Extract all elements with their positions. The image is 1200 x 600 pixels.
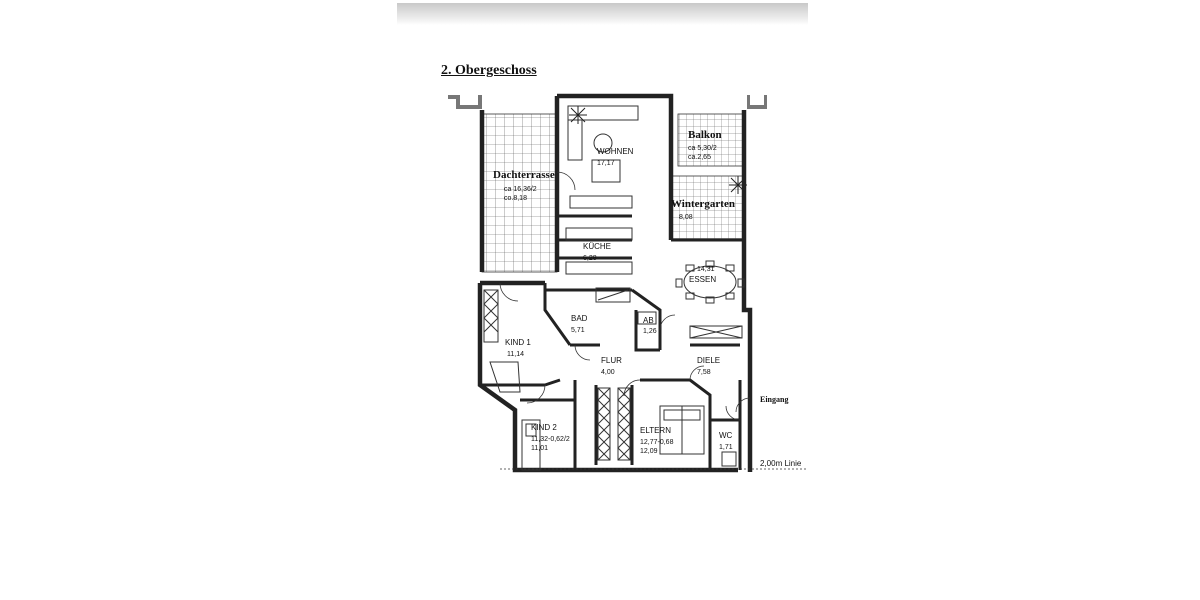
scan-top-edge bbox=[397, 3, 808, 25]
wohnen-label: WOHNEN bbox=[597, 147, 634, 156]
eingang-label: Eingang bbox=[760, 395, 789, 404]
ab-label: AB bbox=[643, 316, 654, 325]
eltern-area-net: 12,09 bbox=[640, 448, 658, 455]
plant-symbol bbox=[569, 106, 747, 194]
essen-table bbox=[675, 260, 745, 304]
wohnen-area: 17,17 bbox=[597, 160, 615, 167]
wintergarten-label: Wintergarten bbox=[671, 198, 735, 210]
kind1-label: KIND 1 bbox=[505, 338, 531, 347]
balkon-tiles bbox=[677, 113, 745, 167]
eltern-bed bbox=[659, 405, 705, 455]
dachterrasse-tiles bbox=[481, 113, 558, 273]
outer-walls bbox=[477, 93, 753, 473]
balkon-area-gross: ca 5,30/2 bbox=[688, 145, 717, 152]
kind2-area-net: 11,01 bbox=[531, 445, 548, 452]
diele-cabinet bbox=[689, 325, 743, 339]
kind1-area: 11,14 bbox=[507, 351, 524, 358]
bad-label: BAD bbox=[571, 314, 588, 323]
dachterrasse-label: Dachterrasse bbox=[493, 169, 555, 181]
essen-area: 14,31 bbox=[697, 266, 715, 273]
balkon-label: Balkon bbox=[688, 129, 722, 141]
page-title: 2. Obergeschoss bbox=[441, 63, 537, 78]
kind2-label: KIND 2 bbox=[531, 423, 557, 432]
wohnen-furniture bbox=[567, 105, 639, 209]
wc-area: 1,71 bbox=[719, 444, 733, 451]
kueche-label: KÜCHE bbox=[583, 242, 612, 251]
kind1-furniture bbox=[483, 289, 521, 393]
eltern-label: ELTERN bbox=[640, 426, 671, 435]
kueche-area: 6,28 bbox=[583, 255, 597, 262]
kind2-furniture bbox=[521, 419, 541, 471]
wc-fixture bbox=[721, 451, 737, 467]
diele-label: DIELE bbox=[697, 356, 721, 365]
flur-area: 4,00 bbox=[601, 369, 615, 376]
wintergarten-area: 8,08 bbox=[679, 214, 693, 221]
dachterrasse-area-net: co.8,18 bbox=[504, 195, 527, 202]
essen-label: ESSEN bbox=[689, 275, 717, 284]
balkon-area-net: ca.2,65 bbox=[688, 154, 711, 161]
kind2-area-gross: 11,32-0,62/2 bbox=[531, 436, 570, 443]
flur-label: FLUR bbox=[601, 356, 622, 365]
wc-label: WC bbox=[719, 431, 733, 440]
neighbour-walls bbox=[448, 95, 767, 109]
wardrobe-cabinets bbox=[597, 387, 631, 461]
ab-area: 1,26 bbox=[643, 328, 657, 335]
diele-area: 7,58 bbox=[697, 369, 711, 376]
door-swings bbox=[499, 171, 751, 421]
linie-label: 2,00m Linie bbox=[760, 459, 802, 468]
kueche-counters bbox=[565, 227, 633, 275]
bad-fixtures bbox=[595, 287, 657, 325]
dachterrasse-area-gross: ca 16,36/2 bbox=[504, 186, 537, 193]
eltern-area-gross: 12,77-0,68 bbox=[640, 439, 674, 446]
bad-area: 5,71 bbox=[571, 327, 585, 334]
